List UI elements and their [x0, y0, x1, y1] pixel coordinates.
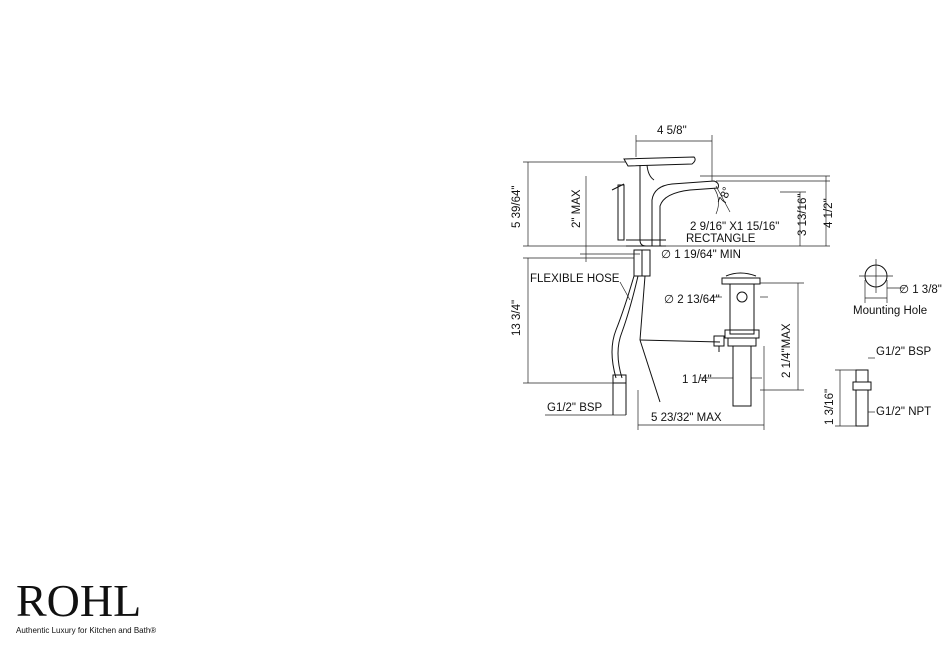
label-mounting-hole: Mounting Hole [853, 305, 927, 317]
dim-base-rect-1: 2 9/16" X1 15/16" [690, 221, 779, 233]
dim-aerator-height: 3 13/16" [797, 194, 809, 236]
popup-drain [714, 273, 760, 406]
dim-angle: 78° [717, 186, 734, 206]
adapter-fitting [835, 358, 875, 426]
dim-hose-length: 13 3/4" [511, 300, 523, 336]
dim-drain-body: 2 1/4"MAX [781, 323, 793, 378]
label-fitting-bottom-thread: G1/2" NPT [876, 406, 931, 418]
rohl-logo: ROHL Authentic Luxury for Kitchen and Ba… [16, 578, 156, 635]
mounting-hole-symbol [859, 259, 905, 303]
dim-base-rect-2: RECTANGLE [686, 233, 756, 245]
dim-drain-diameter: ∅ 2 13/64" [664, 294, 720, 306]
dim-spout-height: 4 1/2" [823, 198, 835, 228]
dim-overall-height: 5 39/64" [511, 186, 523, 228]
dim-drain-tail: 1 1/4" [682, 374, 712, 386]
logo-tagline: Authentic Luxury for Kitchen and Bath® [16, 626, 156, 635]
label-hose-thread: G1/2" BSP [547, 402, 603, 414]
label-fitting-top-thread: G1/2" BSP [876, 346, 932, 358]
dim-drain-reach: 5 23/32" MAX [651, 412, 722, 424]
dim-mounting-hole: ∅ 1 3/8" [899, 284, 942, 296]
dim-deck-max: 2" MAX [571, 189, 583, 228]
dim-spout-reach: 4 5/8" [657, 125, 687, 137]
dim-deck-hole: ∅ 1 19/64" MIN [661, 249, 741, 261]
dim-fitting-length: 1 3/16" [824, 389, 836, 425]
label-flexible-hose: FLEXIBLE HOSE [530, 273, 620, 285]
logo-wordmark: ROHL [16, 578, 156, 624]
